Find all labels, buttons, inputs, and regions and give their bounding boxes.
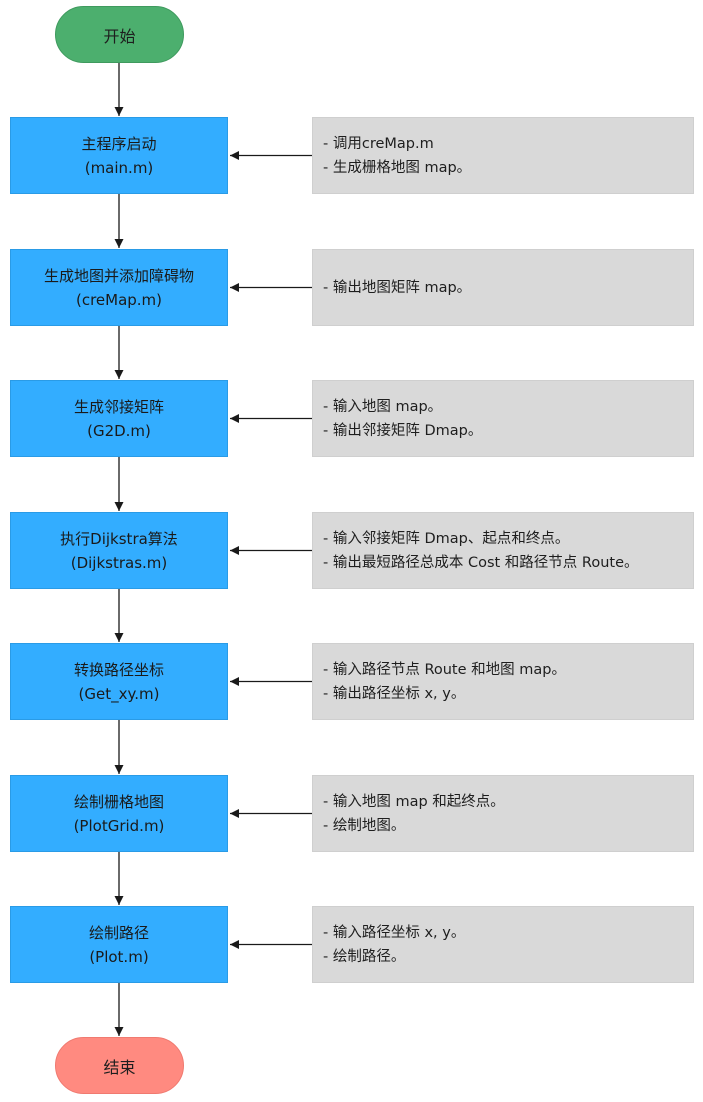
step-note: 输入路径坐标 x, y。绘制路径。 [312,906,694,983]
note-line: 绘制路径。 [323,945,693,969]
step-title: 绘制栅格地图 [73,792,164,811]
end-label: 结束 [103,1057,136,1077]
process-step: 绘制路径 (Plot.m) [10,906,228,983]
start-label: 开始 [103,26,136,46]
step-file: (G2D.m) [87,421,151,440]
step-title: 生成地图并添加障碍物 [43,266,194,285]
step-note: 输出地图矩阵 map。 [312,249,694,326]
note-line: 绘制地图。 [323,814,693,838]
note-line: 生成栅格地图 map。 [323,156,693,180]
note-line: 输入路径节点 Route 和地图 map。 [323,658,693,682]
step-title: 生成邻接矩阵 [73,397,164,416]
process-step: 生成地图并添加障碍物 (creMap.m) [10,249,228,326]
step-note: 调用creMap.m生成栅格地图 map。 [312,117,694,194]
step-file: (Plot.m) [89,947,149,966]
end-node: 结束 [55,1037,184,1094]
note-line: 输出路径坐标 x, y。 [323,682,693,706]
step-note: 输入邻接矩阵 Dmap、起点和终点。输出最短路径总成本 Cost 和路径节点 R… [312,512,694,589]
step-file: (Dijkstras.m) [70,553,168,572]
note-line: 输出最短路径总成本 Cost 和路径节点 Route。 [323,551,693,575]
note-line: 输入邻接矩阵 Dmap、起点和终点。 [323,527,693,551]
step-title: 转换路径坐标 [73,660,164,679]
start-node: 开始 [55,6,184,63]
step-file: (Get_xy.m) [78,684,160,703]
step-file: (main.m) [84,158,154,177]
note-line: 输出邻接矩阵 Dmap。 [323,419,693,443]
step-file: (creMap.m) [75,290,163,309]
note-line: 输入路径坐标 x, y。 [323,921,693,945]
step-title: 执行Dijkstra算法 [60,529,178,548]
note-line: 输入地图 map 和起终点。 [323,790,693,814]
note-line: 输出地图矩阵 map。 [323,276,693,300]
step-note: 输入地图 map。输出邻接矩阵 Dmap。 [312,380,694,457]
process-step: 绘制栅格地图 (PlotGrid.m) [10,775,228,852]
step-title: 主程序启动 [81,134,157,153]
step-file: (PlotGrid.m) [73,816,165,835]
process-step: 执行Dijkstra算法 (Dijkstras.m) [10,512,228,589]
process-step: 生成邻接矩阵 (G2D.m) [10,380,228,457]
process-step: 主程序启动 (main.m) [10,117,228,194]
step-title: 绘制路径 [88,923,149,942]
step-note: 输入地图 map 和起终点。绘制地图。 [312,775,694,852]
note-line: 调用creMap.m [323,132,693,156]
note-line: 输入地图 map。 [323,395,693,419]
process-step: 转换路径坐标 (Get_xy.m) [10,643,228,720]
step-note: 输入路径节点 Route 和地图 map。输出路径坐标 x, y。 [312,643,694,720]
